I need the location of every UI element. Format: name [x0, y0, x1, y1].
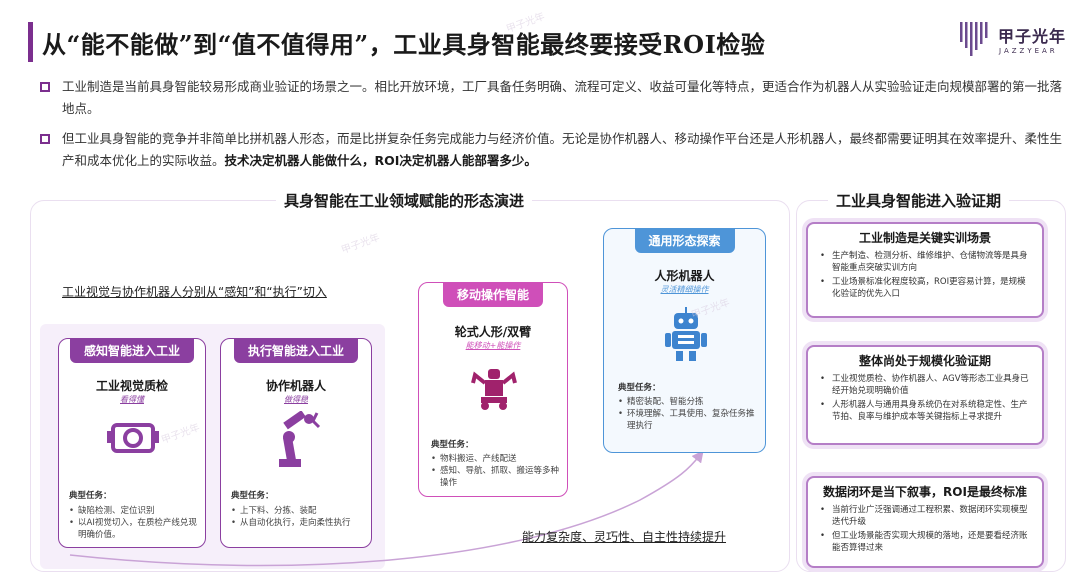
- card-general-form: 通用形态探索 人形机器人 灵活精细操作 典型任务： 精密装配、智能分拣 环境理解…: [603, 228, 766, 453]
- ability-caption: 能力复杂度、灵巧性、自主性持续提升: [522, 530, 727, 544]
- intro-paragraph-1: 工业制造是当前具身智能较易形成商业验证的场景之一。相比开放环境，工厂具备任务明确…: [40, 76, 1065, 120]
- intro-paragraph-2: 但工业具身智能的竞争并非简单比拼机器人形态，而是比拼复杂任务完成能力与经济价值。…: [40, 128, 1065, 172]
- cut-in-caption: 工业视觉与协作机器人分别从“感知”和“执行”切入: [62, 285, 327, 299]
- validation-item: 生产制造、检测分析、维修维护、仓储物流等是具身智能重点突破实训方向: [820, 250, 1032, 274]
- paragraph-bold-text: 技术决定机器人能做什么，ROI决定机器人能部署多少。: [224, 153, 537, 168]
- validation-box-1: 工业制造是关键实训场景 生产制造、检测分析、维修维护、仓储物流等是具身智能重点突…: [806, 222, 1044, 318]
- task-item: 从自动化执行，走向柔性执行: [231, 517, 365, 529]
- logo-bars-icon: [960, 22, 988, 56]
- card-head-label: 移动操作智能: [442, 282, 544, 307]
- logo-text-en: JAZZYEAR: [999, 47, 1058, 55]
- validation-item: 工业场景标准化程度较高，ROI更容易计算，是规模化验证的优先入口: [820, 276, 1032, 300]
- card-tagline: 能移动+能操作: [465, 341, 521, 350]
- task-item: 以AI视觉切入，在质检产线兑现明确价值。: [69, 517, 199, 541]
- validation-item: 当前行业广泛强调通过工程积累、数据闭环实现模型迭代升级: [820, 504, 1032, 528]
- task-item: 精密装配、智能分拣: [618, 396, 758, 408]
- task-list: 上下料、分拣、装配 从自动化执行，走向柔性执行: [231, 505, 365, 529]
- card-tagline: 看得懂: [120, 395, 144, 404]
- card-subtitle: 人形机器人: [654, 269, 715, 283]
- validation-box-title: 工业制造是关键实训场景: [858, 231, 991, 245]
- task-title: 典型任务：: [431, 440, 474, 450]
- card-perception: 感知智能进入工业 工业视觉质检 看得懂 典型任务： 缺陷检测、定位识别 以AI视…: [58, 338, 206, 548]
- card-mobile-manipulation: 移动操作智能 轮式人形/双臂 能移动+能操作 典型任务： 物料搬运、产线配送 感…: [418, 282, 568, 497]
- task-title: 典型任务：: [231, 491, 274, 501]
- title-accent-bar: [28, 22, 33, 62]
- validation-box-3: 数据闭环是当下叙事，ROI是最终标准 当前行业广泛强调通过工程积累、数据闭环实现…: [806, 476, 1044, 568]
- task-item: 上下料、分拣、装配: [231, 505, 365, 517]
- card-head-label: 通用形态探索: [634, 228, 735, 253]
- dual-arm-robot-icon: [471, 369, 517, 410]
- robot-arm-icon: [279, 411, 321, 467]
- validation-box-title: 整体尚处于规模化验证期: [858, 354, 991, 368]
- task-title: 典型任务：: [618, 383, 661, 393]
- evolution-section-title: 具身智能在工业领域赋能的形态演进: [276, 190, 533, 211]
- card-execution: 执行智能进入工业 协作机器人 做得稳 典型任务： 上下料、分拣、装配 从自动化执…: [220, 338, 372, 548]
- paragraph-text-wrap: 但工业具身智能的竞争并非简单比拼机器人形态，而是比拼复杂任务完成能力与经济价值。…: [62, 128, 1065, 172]
- task-item: 物料搬运、产线配送: [431, 453, 561, 465]
- task-item: 缺陷检测、定位识别: [69, 505, 199, 517]
- task-item: 感知、导航、抓取、搬运等多种操作: [431, 465, 561, 489]
- paragraph-text: 但工业具身智能的竞争并非简单比拼机器人形态，而是比拼复杂任务完成能力与经济价值。…: [62, 131, 1063, 168]
- bullet-square-icon: [40, 134, 50, 144]
- card-tagline: 灵活精细操作: [660, 285, 709, 294]
- card-subtitle: 轮式人形/双臂: [454, 325, 532, 339]
- validation-box-list: 生产制造、检测分析、维修维护、仓储物流等是具身智能重点突破实训方向 工业场景标准…: [820, 250, 1032, 300]
- card-tagline: 做得稳: [284, 395, 308, 404]
- paragraph-text: 工业制造是当前具身智能较易形成商业验证的场景之一。相比开放环境，工厂具备任务明确…: [62, 79, 1063, 116]
- brand-logo: 甲子光年 JAZZYEAR: [960, 18, 1065, 68]
- task-list: 缺陷检测、定位识别 以AI视觉切入，在质检产线兑现明确价值。: [69, 505, 199, 541]
- page-title: 从“能不能做”到“值不值得用”，工业具身智能最终要接受ROI检验: [42, 30, 766, 59]
- card-subtitle: 协作机器人: [265, 379, 326, 393]
- task-list: 物料搬运、产线配送 感知、导航、抓取、搬运等多种操作: [431, 453, 561, 489]
- task-title: 典型任务：: [69, 491, 112, 501]
- bullet-square-icon: [40, 82, 50, 92]
- validation-box-list: 工业视觉质检、协作机器人、AGV等形态工业具身已经开始兑现明确价值 人形机器人与…: [820, 373, 1032, 423]
- card-head-label: 感知智能进入工业: [69, 338, 195, 363]
- industrial-camera-icon: [107, 423, 159, 453]
- validation-item: 人形机器人与通用具身系统仍在对系统稳定性、生产节拍、良率与维护成本等关键指标上寻…: [820, 399, 1032, 423]
- validation-item: 工业视觉质检、协作机器人、AGV等形态工业具身已经开始兑现明确价值: [820, 373, 1032, 397]
- humanoid-robot-icon: [665, 307, 707, 361]
- card-head-label: 执行智能进入工业: [233, 338, 359, 363]
- validation-item: 但工业场景能否实现大规模的落地，还是要看经济账能否算得过来: [820, 530, 1032, 554]
- task-list: 精密装配、智能分拣 环境理解、工具使用、复杂任务推理执行: [618, 396, 758, 432]
- card-subtitle: 工业视觉质检: [95, 379, 168, 393]
- validation-section-title: 工业具身智能进入验证期: [828, 190, 1010, 211]
- task-item: 环境理解、工具使用、复杂任务推理执行: [618, 408, 758, 432]
- validation-box-title: 数据闭环是当下叙事，ROI是最终标准: [823, 485, 1027, 499]
- logo-text-cn: 甲子光年: [998, 27, 1067, 46]
- validation-box-2: 整体尚处于规模化验证期 工业视觉质检、协作机器人、AGV等形态工业具身已经开始兑…: [806, 345, 1044, 445]
- validation-box-list: 当前行业广泛强调通过工程积累、数据闭环实现模型迭代升级 但工业场景能否实现大规模…: [820, 504, 1032, 554]
